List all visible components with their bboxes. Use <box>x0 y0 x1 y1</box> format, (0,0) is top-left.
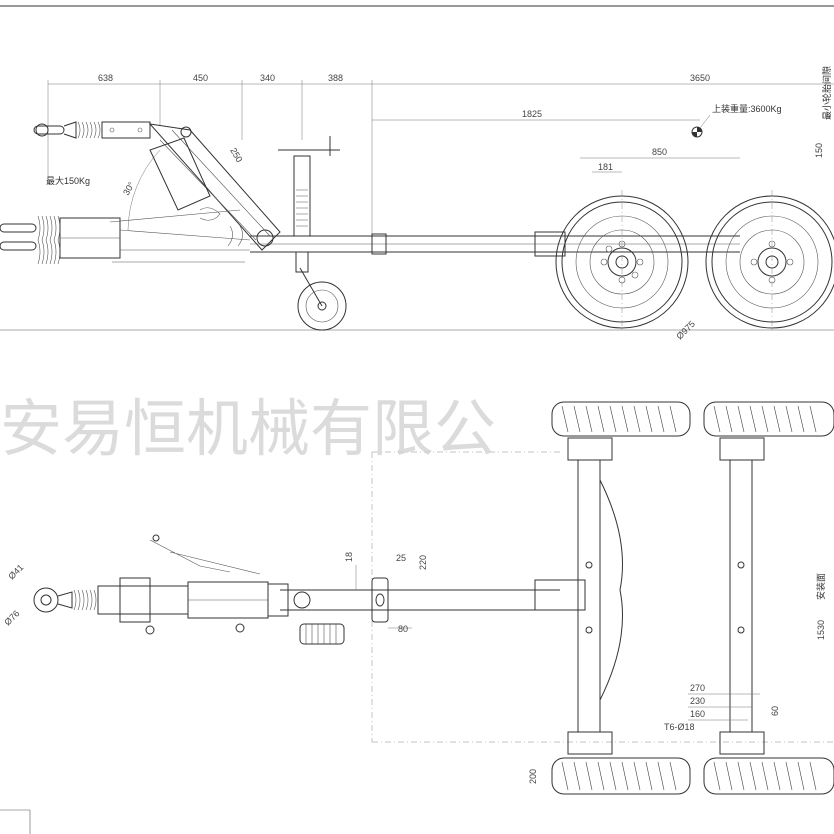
tire-bottom-left <box>551 757 691 795</box>
dim-phi76: Ø76 <box>2 608 21 627</box>
dim-60: 60 <box>770 706 780 716</box>
top-view: 18 25 220 80 Ø41 Ø76 <box>2 401 834 795</box>
dim-160: 160 <box>690 709 705 719</box>
dim-3650: 3650 <box>690 73 710 83</box>
brake-cable <box>599 479 623 701</box>
side-view: 638 450 340 388 3650 1825 850 181 150 上装… <box>0 66 834 341</box>
dim-80: 80 <box>398 624 408 634</box>
watermark-text: 安易恒机械有限公 <box>0 392 496 465</box>
dim-1530: 1530 <box>816 620 826 640</box>
install-surface-label: 安装面 <box>815 573 826 600</box>
front-axle <box>577 459 601 733</box>
dim-388: 388 <box>328 73 343 83</box>
dim-181: 181 <box>598 162 613 172</box>
angle-arc <box>127 149 161 231</box>
dim-220: 220 <box>418 555 428 570</box>
wheel-rear-side <box>705 195 834 329</box>
tow-eye <box>33 587 59 613</box>
dim-250: 250 <box>228 146 244 164</box>
coupling-head-top <box>97 585 189 615</box>
dim-340: 340 <box>260 73 275 83</box>
dim-638: 638 <box>98 73 113 83</box>
dim-150: 150 <box>814 143 824 158</box>
min-clearance-label: 最小轮胎间隙 <box>821 66 832 120</box>
dim-230: 230 <box>690 696 705 706</box>
dim-1825: 1825 <box>522 109 542 119</box>
dim-angle-30: 30° <box>121 180 137 197</box>
dim-phi41: Ø41 <box>6 562 25 581</box>
dim-450: 450 <box>193 73 208 83</box>
tire-top-right <box>703 401 834 437</box>
rear-axle <box>729 459 753 733</box>
handbrake-lever <box>149 539 261 575</box>
tire-top-left <box>551 401 691 437</box>
dim-25: 25 <box>396 553 406 563</box>
dim-holes: T6-Ø18 <box>664 722 695 732</box>
tire-bottom-right <box>703 757 834 795</box>
jockey-wheel <box>278 136 347 331</box>
dim-850: 850 <box>652 147 667 157</box>
drawbar-arm <box>148 123 281 251</box>
load-label: 上装重量:3600Kg <box>712 103 782 114</box>
max-load-label: 最大150Kg <box>46 175 90 186</box>
dim-270: 270 <box>690 683 705 693</box>
bellows <box>77 121 101 139</box>
coupling-upper <box>33 121 151 139</box>
dim-200: 200 <box>528 769 538 784</box>
dim-18: 18 <box>344 552 354 562</box>
hinge-bracket <box>149 137 211 211</box>
coupling-lower <box>0 215 121 265</box>
jockey-wheel-top <box>299 623 345 645</box>
